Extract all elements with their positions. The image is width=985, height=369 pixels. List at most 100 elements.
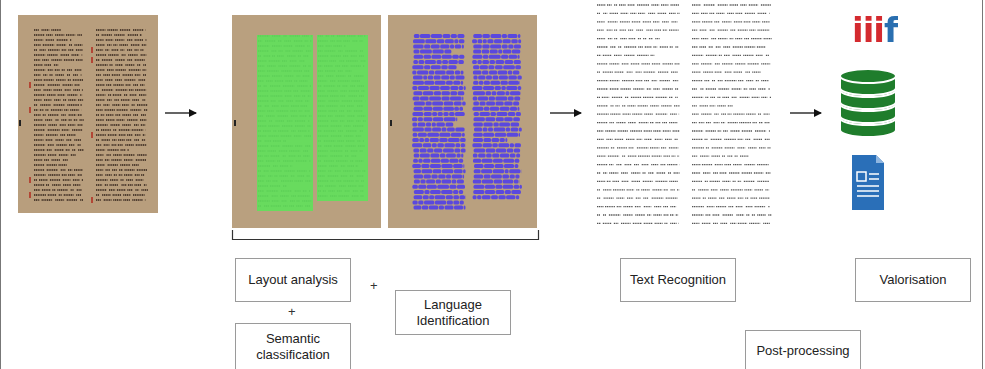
word-stroke bbox=[96, 179, 108, 180]
word-stroke bbox=[597, 4, 605, 5]
line-mask bbox=[431, 44, 440, 48]
word-stroke bbox=[102, 194, 111, 195]
word-stroke bbox=[102, 89, 113, 90]
line-mask bbox=[452, 180, 457, 184]
word-stroke bbox=[723, 130, 728, 131]
line-mask bbox=[473, 50, 481, 54]
red-initial bbox=[91, 47, 93, 53]
word-stroke bbox=[759, 147, 766, 148]
line-mask bbox=[432, 55, 442, 59]
line-mask bbox=[514, 60, 521, 64]
word-stroke bbox=[607, 30, 613, 31]
word-stroke bbox=[728, 122, 738, 123]
line-mask bbox=[498, 195, 505, 199]
line-mask bbox=[449, 159, 458, 163]
line-mask bbox=[421, 164, 429, 168]
page-mark bbox=[390, 120, 392, 126]
word-stroke bbox=[700, 105, 708, 106]
word-stroke bbox=[692, 181, 702, 182]
line-mask bbox=[518, 55, 520, 59]
word-stroke bbox=[597, 72, 601, 73]
word-stroke bbox=[731, 189, 743, 190]
word-stroke bbox=[605, 206, 615, 207]
line-masks bbox=[391, 34, 522, 210]
word-stroke bbox=[722, 97, 729, 98]
word-stroke bbox=[106, 119, 114, 120]
line-mask bbox=[508, 96, 514, 100]
word-stroke bbox=[705, 139, 709, 140]
line-mask bbox=[474, 185, 485, 189]
word-stroke bbox=[636, 30, 643, 31]
word-stroke bbox=[115, 79, 122, 80]
word-stroke bbox=[652, 156, 662, 157]
line-mask bbox=[412, 138, 418, 142]
line-mask bbox=[453, 195, 459, 199]
word-stroke bbox=[768, 206, 770, 207]
line-mask bbox=[502, 174, 509, 178]
line-mask bbox=[459, 86, 463, 90]
word-stroke bbox=[608, 156, 619, 157]
line-mask bbox=[484, 174, 491, 178]
red-initial bbox=[91, 57, 93, 63]
line-mask bbox=[452, 55, 458, 59]
line-mask bbox=[418, 86, 429, 90]
database-icon bbox=[840, 69, 896, 137]
word-stroke bbox=[770, 97, 771, 98]
word-stroke bbox=[653, 88, 659, 89]
line-mask bbox=[427, 133, 439, 137]
word-stroke bbox=[113, 199, 121, 200]
word-stroke bbox=[656, 181, 668, 182]
iiif-logo: iiif bbox=[852, 12, 898, 48]
word-stroke bbox=[712, 147, 723, 148]
word-stroke bbox=[103, 104, 109, 105]
word-stroke bbox=[713, 214, 720, 215]
line-mask bbox=[455, 44, 461, 48]
word-stroke bbox=[702, 223, 711, 224]
word-stroke bbox=[34, 124, 46, 125]
word-stroke bbox=[628, 4, 635, 5]
line-mask bbox=[485, 190, 495, 194]
line-mask bbox=[483, 133, 494, 137]
word-stroke bbox=[744, 181, 755, 182]
word-stroke bbox=[78, 174, 82, 175]
word-stroke bbox=[96, 184, 102, 185]
word-stroke bbox=[692, 105, 697, 106]
line-mask bbox=[425, 39, 436, 43]
line-mask bbox=[465, 143, 466, 147]
line-mask bbox=[508, 70, 513, 74]
line-mask bbox=[461, 70, 464, 74]
line-mask bbox=[414, 34, 420, 38]
word-stroke bbox=[96, 144, 102, 145]
word-stroke bbox=[700, 30, 707, 31]
word-stroke bbox=[96, 194, 99, 195]
line-mask bbox=[482, 34, 490, 38]
line-mask bbox=[516, 112, 521, 116]
word-stroke bbox=[96, 99, 105, 100]
line-mask bbox=[497, 91, 505, 95]
line-mask bbox=[446, 154, 456, 158]
word-stroke bbox=[661, 105, 671, 106]
line-mask bbox=[454, 206, 463, 210]
word-stroke bbox=[703, 72, 713, 73]
word-stroke bbox=[135, 49, 139, 50]
line-mask bbox=[494, 128, 506, 132]
word-stroke bbox=[73, 79, 84, 80]
word-stroke bbox=[123, 199, 130, 200]
word-stroke bbox=[653, 21, 659, 22]
word-stroke bbox=[677, 13, 679, 14]
word-stroke bbox=[43, 114, 47, 115]
word-stroke bbox=[722, 21, 731, 22]
line-mask bbox=[423, 143, 432, 147]
line-mask bbox=[510, 143, 514, 147]
word-stroke bbox=[733, 181, 736, 182]
word-stroke bbox=[597, 206, 604, 207]
word-stroke bbox=[692, 206, 704, 207]
word-stroke bbox=[718, 80, 723, 81]
word-stroke bbox=[34, 169, 44, 170]
line-mask bbox=[447, 128, 455, 132]
line-mask bbox=[457, 154, 461, 158]
flow-arrow bbox=[165, 112, 196, 113]
line-mask bbox=[441, 159, 449, 163]
line-mask bbox=[495, 133, 506, 137]
word-stroke bbox=[135, 59, 145, 60]
